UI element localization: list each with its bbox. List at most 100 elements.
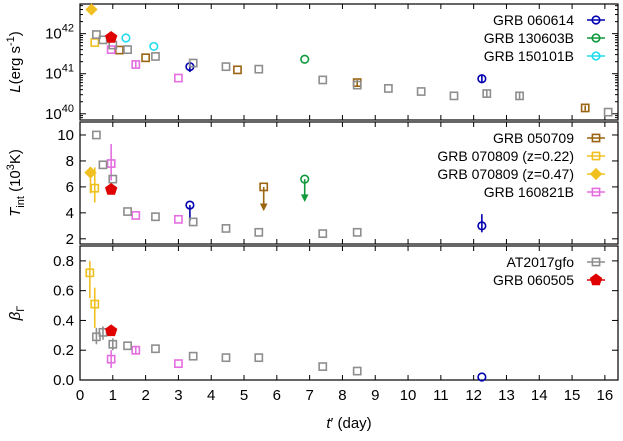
legend-marker-grb-070809-z-0-47 bbox=[589, 167, 603, 181]
grb-130603b-upper-limit-arrow bbox=[300, 194, 309, 202]
legend-marker-grb-060614 bbox=[591, 15, 601, 25]
legend-label-grb-130603b: GRB 130603B bbox=[484, 30, 574, 46]
legend-label-grb-070809-z-0-47: GRB 070809 (z=0.47) bbox=[437, 166, 574, 182]
bottom-panel-frame bbox=[79, 245, 619, 381]
bottom-ytick-label: 0.0 bbox=[53, 372, 74, 389]
at2017gfo-point bbox=[416, 87, 426, 96]
legend-marker-grb-150101b bbox=[591, 51, 601, 61]
top-ytick-label: 1042 bbox=[45, 23, 74, 43]
x-tick-label: 13 bbox=[498, 387, 515, 404]
at2017gfo-point bbox=[92, 30, 101, 39]
legend-label-grb-060505: GRB 060505 bbox=[493, 272, 574, 288]
grb-050709-point bbox=[114, 45, 124, 55]
grb-060505-point bbox=[104, 324, 118, 337]
x-tick-label: 16 bbox=[597, 387, 614, 404]
x-tick-label: 0 bbox=[76, 387, 84, 404]
at2017gfo-point bbox=[151, 212, 160, 222]
x-tick-label: 14 bbox=[531, 387, 548, 404]
legend-label-grb-060614: GRB 060614 bbox=[493, 12, 574, 28]
grb-150101b-point bbox=[149, 41, 159, 52]
grb-070809-z-0-47-point bbox=[85, 3, 98, 16]
at2017gfo-point bbox=[383, 84, 393, 93]
middle-ytick-label: 2 bbox=[66, 231, 74, 248]
grb-160821b-point bbox=[174, 359, 183, 369]
x-tick-label: 8 bbox=[338, 387, 346, 404]
bottom-y-axis-title: βΓ bbox=[7, 306, 27, 322]
at2017gfo-point bbox=[603, 107, 613, 117]
legend-marker-at2017gfo bbox=[591, 257, 601, 267]
at2017gfo-point bbox=[449, 91, 459, 101]
x-tick-label: 11 bbox=[433, 387, 449, 404]
x-axis-title: t′ (day) bbox=[326, 415, 371, 432]
x-tick-label: 5 bbox=[240, 387, 248, 404]
at2017gfo-point bbox=[188, 351, 198, 361]
at2017gfo-point bbox=[108, 174, 118, 184]
at2017gfo-point bbox=[98, 160, 108, 170]
grb-160821b-point bbox=[174, 214, 183, 224]
at2017gfo-point bbox=[352, 227, 362, 237]
grb-160821b-point bbox=[106, 159, 116, 168]
grb-060505-point bbox=[104, 183, 118, 195]
grb-160821b-point bbox=[131, 345, 141, 355]
legend-label-grb-150101b: GRB 150101B bbox=[484, 48, 574, 64]
grb-070809-z-0-22-point bbox=[90, 38, 100, 47]
x-tick-label: 10 bbox=[400, 387, 417, 404]
x-tick-label: 3 bbox=[174, 387, 182, 404]
grb-070809-z-0-47-point bbox=[84, 166, 97, 179]
top-ytick-label: 1040 bbox=[45, 103, 74, 123]
grb-160821b-point bbox=[131, 211, 141, 220]
middle-ytick-label: 8 bbox=[66, 153, 74, 170]
x-tick-label: 9 bbox=[371, 387, 379, 404]
middle-ytick-label: 4 bbox=[66, 205, 74, 222]
x-tick-label: 6 bbox=[273, 387, 281, 404]
x-tick-label: 2 bbox=[141, 387, 149, 404]
middle-ytick-label: 10 bbox=[57, 127, 74, 144]
legend-label-grb-070809-z-0-22: GRB 070809 (z=0.22) bbox=[437, 148, 574, 164]
legend-marker-grb-060505 bbox=[589, 273, 603, 286]
grb-050709-point bbox=[141, 53, 151, 63]
x-tick-label: 1 bbox=[109, 387, 117, 404]
at2017gfo-point bbox=[254, 227, 264, 237]
grb-150101b-point bbox=[121, 33, 131, 43]
at2017gfo-point bbox=[254, 64, 264, 74]
at2017gfo-point bbox=[188, 217, 198, 227]
grb-060614-point bbox=[477, 74, 487, 84]
grb-070809-z-0-22-point bbox=[85, 268, 95, 278]
grb-130603b-point bbox=[300, 54, 310, 64]
grb-050709-upper-limit-arrow bbox=[259, 203, 268, 212]
grb-070809-z-0-22-point bbox=[90, 299, 100, 309]
at2017gfo-point bbox=[352, 80, 362, 90]
legend-label-grb-050709: GRB 050709 bbox=[493, 130, 574, 146]
grb-050709-point bbox=[580, 103, 590, 113]
at2017gfo-point bbox=[123, 207, 132, 216]
grb-160821b-point bbox=[131, 60, 141, 69]
x-tick-label: 4 bbox=[207, 387, 215, 404]
top-ytick-label: 1041 bbox=[45, 63, 74, 83]
bottom-ytick-label: 0.6 bbox=[53, 283, 74, 300]
at2017gfo-point bbox=[221, 62, 231, 72]
legend-label-at2017gfo: AT2017gfo bbox=[507, 254, 575, 270]
grb-060614-point bbox=[185, 200, 195, 210]
grb-050709-point bbox=[233, 65, 242, 75]
at2017gfo-point bbox=[151, 52, 160, 61]
grb-060614-point bbox=[477, 372, 487, 382]
at2017gfo-point bbox=[221, 224, 231, 233]
at2017gfo-point bbox=[123, 341, 132, 351]
at2017gfo-point bbox=[318, 362, 328, 371]
grb-160821b-point bbox=[106, 45, 116, 55]
grb-050709-point bbox=[259, 182, 269, 192]
at2017gfo-point bbox=[92, 332, 101, 342]
at2017gfo-point bbox=[151, 344, 160, 354]
at2017gfo-point bbox=[318, 229, 328, 239]
bottom-ytick-label: 0.8 bbox=[53, 253, 74, 270]
top-y-axis-title: L(erg s-1) bbox=[5, 31, 24, 92]
grb-130603b-point bbox=[300, 174, 310, 184]
at2017gfo-point bbox=[318, 75, 328, 85]
bottom-ytick-label: 0.2 bbox=[53, 342, 74, 359]
at2017gfo-point bbox=[108, 339, 118, 349]
at2017gfo-point bbox=[92, 130, 101, 140]
at2017gfo-point bbox=[482, 89, 492, 98]
at2017gfo-point bbox=[188, 58, 198, 68]
at2017gfo-point bbox=[123, 45, 132, 55]
